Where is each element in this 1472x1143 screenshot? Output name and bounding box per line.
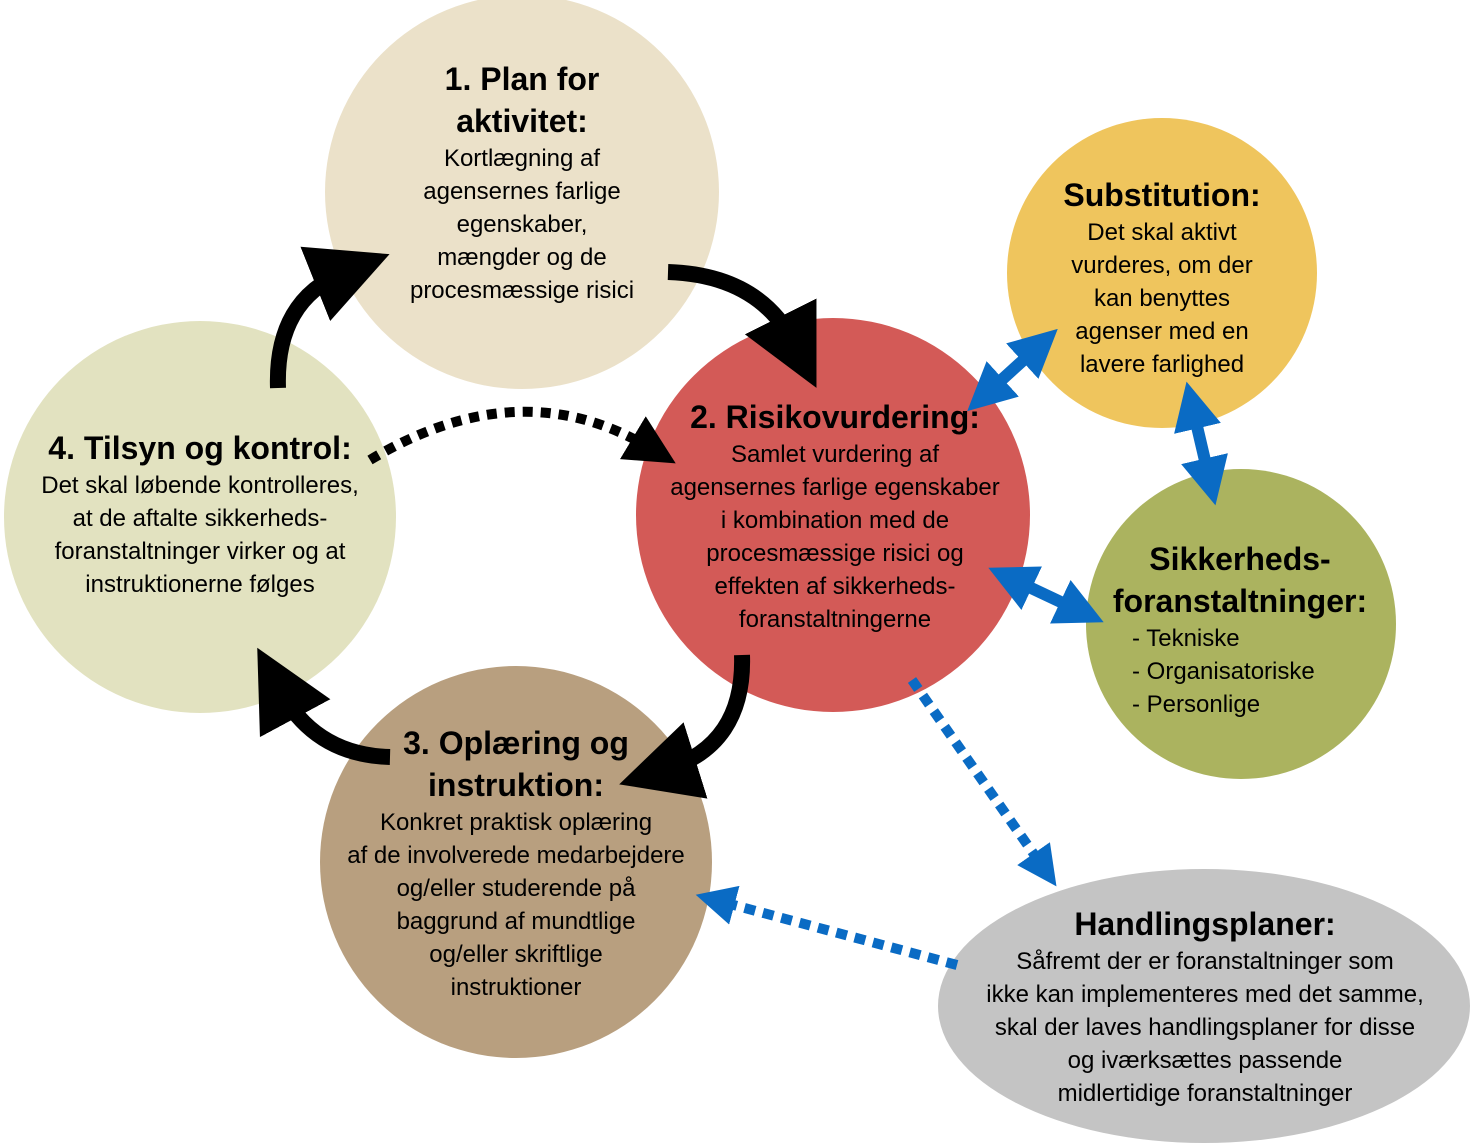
arrow-supervision-to-plan: [269, 246, 390, 389]
measures-item: - Personlige: [1132, 691, 1261, 718]
training-title: 3. Oplæring og instruktion:: [403, 725, 629, 803]
dotted-arrow-supervision-to-risk: [367, 406, 676, 465]
substitution-text: Substitution: Det skal aktivt vurderes, …: [1032, 174, 1292, 381]
supervision-body: Det skal løbende kontrolleres, at de aft…: [41, 472, 359, 598]
supervision-text: 4. Tilsyn og kontrol: Det skal løbende k…: [2, 427, 398, 601]
action-body: Såfremt der er foranstaltninger som ikke…: [986, 948, 1424, 1107]
measures-list: - Tekniske - Organisatoriske - Personlig…: [1132, 622, 1390, 721]
action-title: Handlingsplaner:: [1074, 906, 1336, 942]
double-arrow-risk-measures: [988, 566, 1104, 624]
measures-text: Sikkerheds- foranstaltninger: - Tekniske…: [1090, 538, 1390, 721]
double-arrow-risk-substitution: [967, 328, 1058, 412]
measures-item: - Tekniske: [1132, 625, 1240, 652]
double-arrow-substitution-measures: [1174, 381, 1228, 506]
risk-circle: [636, 318, 1030, 712]
arrow-plan-to-risk: [667, 264, 817, 388]
supervision-circle: [4, 321, 396, 713]
plan-title: 1. Plan for aktivitet:: [444, 61, 600, 139]
risk-body: Samlet vurdering af agensernes farlige e…: [670, 441, 1000, 633]
arrow-training-to-supervision: [257, 647, 391, 765]
substitution-circle: [1007, 118, 1317, 428]
risk-title: 2. Risikovurdering:: [690, 399, 980, 435]
plan-circle: [325, 0, 719, 389]
substitution-body: Det skal aktivt vurderes, om der kan ben…: [1071, 219, 1253, 378]
arrow-risk-to-training: [619, 654, 751, 799]
dotted-arrow-action-to-training: [695, 885, 959, 970]
measures-circle: [1086, 469, 1396, 779]
risk-text: 2. Risikovurdering: Samlet vurdering af …: [620, 396, 1050, 636]
training-circle: [320, 666, 712, 1058]
dotted-arrow-risk-to-action: [907, 677, 1057, 887]
action-ellipse: [938, 869, 1470, 1143]
plan-text: 1. Plan for aktivitet: Kortlægning af ag…: [342, 58, 702, 307]
action-text: Handlingsplaner: Såfremt der er foransta…: [940, 903, 1470, 1110]
measures-item: - Organisatoriske: [1132, 658, 1315, 685]
training-text: 3. Oplæring og instruktion: Konkret prak…: [306, 722, 726, 1004]
substitution-title: Substitution:: [1063, 177, 1261, 213]
training-body: Konkret praktisk oplæring af de involver…: [347, 809, 685, 1001]
plan-body: Kortlægning af agensernes farlige egensk…: [409, 145, 635, 304]
supervision-title: 4. Tilsyn og kontrol:: [48, 430, 352, 466]
measures-title: Sikkerheds- foranstaltninger:: [1112, 541, 1368, 619]
